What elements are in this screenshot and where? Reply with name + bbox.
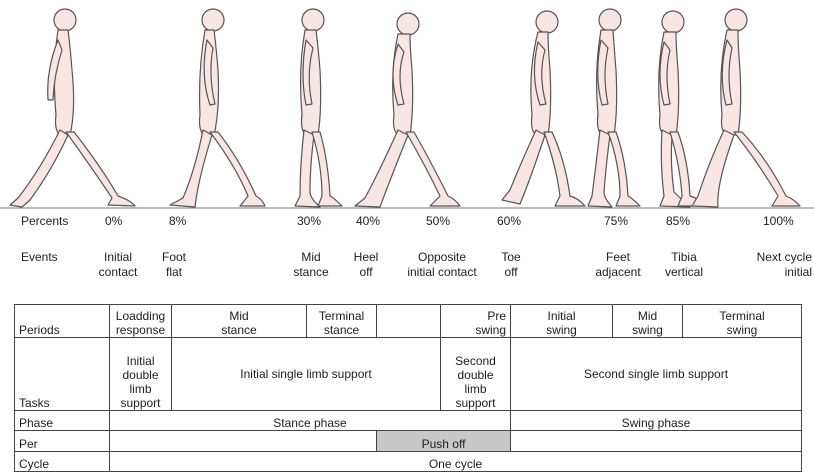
phase-swing: Swing phase [511, 411, 802, 431]
event-line1: Opposite [397, 250, 487, 265]
task-line: double [445, 368, 506, 382]
walking-figure-2 [170, 9, 265, 207]
event-line2: flat [156, 265, 192, 280]
period-line2: stance [176, 323, 302, 337]
period-line1: Initial [515, 309, 608, 323]
event-line1: Feet [588, 250, 648, 265]
percent-label-8: 8% [169, 214, 186, 229]
percents-header: Percents [21, 214, 68, 229]
periods-header: Periods [15, 305, 110, 338]
walking-figure-7 [659, 11, 705, 207]
events-header: Events [21, 250, 58, 265]
task-second-double-limb-support: Second double limb support [441, 338, 511, 411]
period-line2: stance [311, 323, 372, 337]
event-next-cycle-initial: Next cycle initial [736, 250, 812, 280]
event-line2: contact [88, 265, 148, 280]
cycle-header: Cycle [15, 451, 110, 471]
period-line1: Terminal [311, 309, 372, 323]
event-line1: Toe [496, 250, 526, 265]
event-heel-off: Heel off [349, 250, 383, 280]
event-line2: adjacent [588, 265, 648, 280]
task-line: limb [445, 382, 506, 396]
event-mid-stance: Mid stance [288, 250, 334, 280]
tasks-row: Tasks Initial double limb support Initia… [15, 338, 802, 411]
per-row: Per Push off [15, 431, 802, 451]
event-line1: Tibia [655, 250, 713, 265]
percent-label-60: 60% [497, 214, 521, 229]
cycle-row: Cycle One cycle [15, 451, 802, 471]
period-empty [377, 305, 441, 338]
walking-figure-5 [502, 11, 585, 206]
period-line2: swing [445, 323, 506, 337]
walking-figure-1 [10, 9, 135, 207]
event-line2: initial contact [397, 265, 487, 280]
event-opposite-initial-contact: Opposite initial contact [397, 250, 487, 280]
event-line1: Foot [156, 250, 192, 265]
task-line: Second [445, 354, 506, 368]
per-empty-left [110, 431, 377, 451]
event-line1: Mid [288, 250, 334, 265]
period-line1: Terminal [687, 309, 797, 323]
period-line1: Loadding [114, 309, 167, 323]
event-foot-flat: Foot flat [156, 250, 192, 280]
event-line1: Next cycle [736, 250, 812, 265]
task-line: support [445, 396, 506, 410]
event-tibia-vertical: Tibia vertical [655, 250, 713, 280]
event-line1: Heel [349, 250, 383, 265]
walking-figure-8 [692, 9, 800, 207]
event-line2: off [349, 265, 383, 280]
task-initial-single-limb-support: Initial single limb support [172, 338, 441, 411]
per-header: Per [15, 431, 110, 451]
period-line2: response [114, 323, 167, 337]
event-line2: stance [288, 265, 334, 280]
walking-figure-4 [355, 13, 460, 207]
phase-stance: Stance phase [110, 411, 511, 431]
event-toe-off: Toe off [496, 250, 526, 280]
period-line1: Mid [617, 309, 678, 323]
task-line: Initial [114, 354, 167, 368]
percent-label-85: 85% [666, 214, 690, 229]
event-line1: Initial [88, 250, 148, 265]
percent-label-50: 50% [426, 214, 450, 229]
task-second-single-limb-support: Second single limb support [511, 338, 802, 411]
percent-label-40: 40% [356, 214, 380, 229]
event-line2: initial [736, 265, 812, 280]
percent-label-0: 0% [105, 214, 122, 229]
percent-label-75: 75% [604, 214, 628, 229]
task-initial-double-limb-support: Initial double limb support [110, 338, 172, 411]
task-line: double [114, 368, 167, 382]
percent-label-30: 30% [297, 214, 321, 229]
period-line1: Pre [445, 309, 506, 323]
cycle-one-cycle: One cycle [110, 451, 802, 471]
tasks-header: Tasks [15, 338, 110, 411]
period-line2: swing [617, 323, 678, 337]
walking-figure-3 [295, 9, 342, 207]
period-line1: Mid [176, 309, 302, 323]
event-initial-contact: Initial contact [88, 250, 148, 280]
phase-header: Phase [15, 411, 110, 431]
event-line2: off [496, 265, 526, 280]
per-empty-right [511, 431, 802, 451]
task-line: limb [114, 382, 167, 396]
task-line: support [114, 396, 167, 410]
period-line2: swing [515, 323, 608, 337]
per-push-off: Push off [377, 431, 511, 451]
phase-row: Phase Stance phase Swing phase [15, 411, 802, 431]
period-line2: swing [687, 323, 797, 337]
walking-figure-6 [588, 9, 640, 207]
event-feet-adjacent: Feet adjacent [588, 250, 648, 280]
event-line2: vertical [655, 265, 713, 280]
gait-figures-illustration [0, 0, 814, 215]
percent-label-100: 100% [763, 214, 794, 229]
